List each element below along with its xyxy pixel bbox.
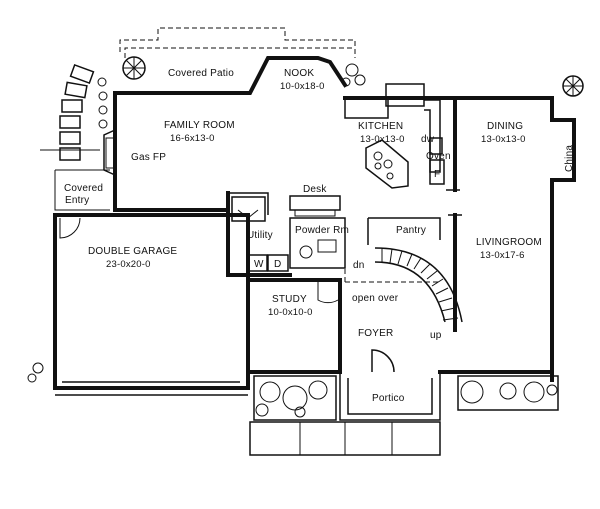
room-size-family-room: 16-6x13-0 (170, 133, 215, 144)
gas-fireplace (103, 129, 116, 176)
desk-label: Desk (303, 184, 327, 195)
oven-label: Oven (426, 151, 451, 162)
foyer-label: FOYER (358, 328, 393, 339)
room-name-double-garage: DOUBLE GARAGE (88, 246, 177, 257)
room-name-livingroom: LIVINGROOM (476, 237, 542, 248)
pantry-label: Pantry (396, 225, 426, 236)
shrub-icon (27, 362, 44, 383)
stairs-up-label: up (430, 330, 442, 341)
planter (457, 375, 559, 411)
covered-entry-outline (40, 149, 110, 211)
door-swing (59, 217, 81, 239)
room-name-dining: DINING (487, 121, 523, 132)
shrub-icon (97, 77, 108, 129)
front-door (371, 349, 395, 373)
washer (248, 254, 268, 272)
fridge-label: F (434, 169, 440, 180)
portico (339, 372, 441, 421)
washer-label: W (254, 259, 264, 270)
dryer-label: D (274, 259, 281, 270)
staircase (344, 245, 463, 323)
walkway (249, 421, 441, 456)
desk (289, 195, 341, 217)
stairs-down-label: dn (353, 260, 365, 271)
powder-room-label: Powder Rm (295, 225, 349, 236)
shrub-icon (562, 75, 584, 97)
powder-room (289, 217, 346, 269)
open-over-label: open over (352, 293, 399, 304)
room-name-nook: NOOK (284, 68, 314, 79)
study-walls (246, 278, 342, 374)
portico-label: Portico (372, 393, 405, 404)
gas-fp-label: Gas FP (131, 152, 166, 163)
dryer (267, 254, 289, 272)
room-size-nook: 10-0x18-0 (280, 81, 325, 92)
room-name-kitchen: KITCHEN (358, 121, 403, 132)
room-size-kitchen: 13-0x13-0 (360, 134, 405, 145)
pantry (367, 217, 441, 245)
door-swing (317, 280, 339, 304)
planter (253, 375, 337, 421)
walkway (299, 422, 393, 455)
room-name-study: STUDY (272, 294, 307, 305)
utility-label: Utility (247, 230, 273, 241)
covered-entry-label: Entry (65, 195, 89, 206)
room-size-dining: 13-0x13-0 (481, 134, 526, 145)
stepping-stones (59, 63, 95, 161)
exterior-walls (53, 56, 576, 390)
kitchen-counters (344, 83, 445, 189)
shrub-icon (122, 56, 146, 80)
covered-patio-outline (119, 27, 356, 58)
room-size-study: 10-0x10-0 (268, 307, 313, 318)
covered-entry-label: Covered (64, 183, 103, 194)
dishwasher-label: dw (421, 134, 435, 145)
utility-room (226, 191, 292, 277)
room-name-family-room: FAMILY ROOM (164, 120, 235, 131)
covered-patio-label: Covered Patio (168, 68, 234, 79)
room-size-double-garage: 23-0x20-0 (106, 259, 151, 270)
china-label: China (564, 145, 575, 172)
room-size-livingroom: 13-0x17-6 (480, 250, 525, 261)
